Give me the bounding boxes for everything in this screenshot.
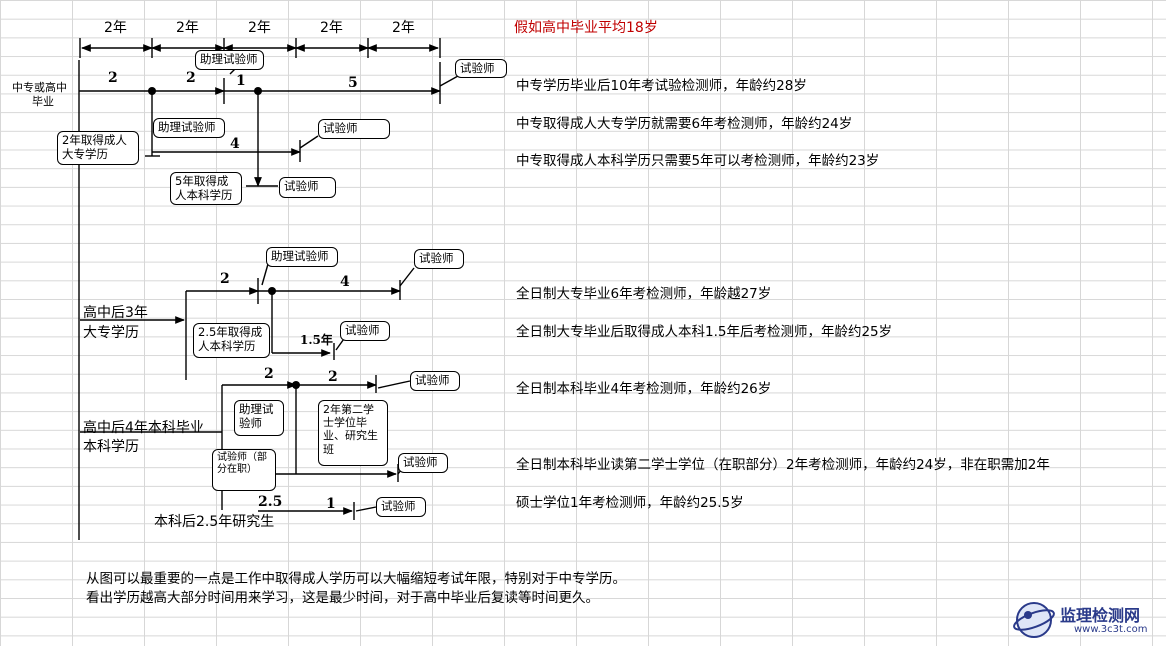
callout-assistant-2: 助理试验师	[153, 118, 225, 138]
globe-icon	[1013, 602, 1055, 638]
note-3: 中专取得成人本科学历只需要5年可以考检测师，年龄约23岁	[516, 153, 880, 169]
row-label-dazhuan-1: 高中后3年	[83, 305, 148, 321]
callout-tester-3: 试验师	[279, 177, 336, 198]
callout-tester-6: 试验师	[410, 371, 460, 391]
segment-c2: 2	[328, 369, 338, 385]
note-7: 全日制本科毕业读第二学士学位（在职部分）2年考检测师，年龄约24岁，非在职需加2…	[516, 457, 1050, 473]
timeline-span-4: 2年	[320, 20, 343, 36]
note-2: 中专取得成人大专学历就需要6年考检测师，年龄约24岁	[516, 116, 853, 132]
row-label-dazhuan-2: 大专学历	[83, 325, 139, 341]
segment-d2: 1	[326, 496, 336, 512]
segment-b2: 4	[340, 274, 350, 290]
row-label-zhongzhuan-1: 中专或高中	[12, 81, 67, 94]
callout-second-degree: 2年第二学士学位毕业、研究生班	[318, 400, 388, 466]
segment-b1: 2	[220, 271, 230, 287]
callout-tester-7: 试验师	[398, 453, 448, 473]
callout-tester-4: 试验师	[414, 249, 464, 269]
row-label-yanjiu: 本科后2.5年研究生	[154, 514, 275, 530]
timeline-span-3: 2年	[248, 20, 271, 36]
row-label-benke-1: 高中后4年本科毕业	[83, 420, 204, 436]
segment-a3: 1	[236, 73, 246, 89]
timeline-span-5: 2年	[392, 20, 415, 36]
row-label-zhongzhuan-2: 毕业	[32, 95, 54, 108]
note-6: 全日制本科毕业4年考检测师，年龄约26岁	[516, 381, 772, 397]
segment-a5: 4	[230, 136, 240, 152]
callout-assistant-1: 助理试验师	[195, 50, 264, 70]
segment-a4: 5	[348, 75, 358, 91]
segment-a2: 2	[186, 70, 196, 86]
callout-assistant-3: 助理试验师	[266, 247, 338, 267]
note-5: 全日制大专毕业后取得成人本科1.5年后考检测师，年龄约25岁	[516, 324, 893, 340]
note-1: 中专学历毕业后10年考试验检测师，年龄约28岁	[516, 78, 807, 94]
footer-line-1: 从图可以最重要的一点是工作中取得成人学历可以大幅缩短考试年限，特别对于中专学历。	[86, 571, 626, 587]
segment-c1: 2	[264, 366, 274, 382]
callout-tester-8: 试验师	[376, 497, 426, 517]
callout-adult-bachelor: 5年取得成人本科学历	[170, 172, 242, 205]
callout-tester-5: 试验师	[340, 321, 390, 341]
callout-adult-college: 2年取得成人大专学历	[57, 131, 139, 165]
footer-line-2: 看出学历越高大部分时间用来学习，这是最少时间，对于高中毕业后复读等时间更久。	[86, 590, 599, 606]
note-4: 全日制大专毕业6年考检测师，年龄越27岁	[516, 286, 772, 302]
timeline-span-1: 2年	[104, 20, 127, 36]
segment-b3: 1.5年	[300, 333, 333, 347]
callout-adult-bachelor-2: 2.5年取得成人本科学历	[193, 323, 270, 358]
segment-d1: 2.5	[258, 494, 283, 510]
row-label-benke-2: 本科学历	[83, 439, 139, 455]
callout-tester-2: 试验师	[318, 119, 390, 139]
logo-url: www.3c3t.com	[1074, 624, 1148, 635]
segment-a1: 2	[108, 70, 118, 86]
callout-tester-1: 试验师	[455, 59, 507, 78]
note-8: 硕士学位1年考检测师，年龄约25.5岁	[516, 495, 744, 511]
callout-tester-part: 试验师（部分在职）	[212, 449, 276, 491]
timeline-span-2: 2年	[176, 20, 199, 36]
callout-assistant-4: 助理试验师	[234, 400, 284, 436]
logo-title: 监理检测网	[1060, 606, 1141, 625]
assumption-note: 假如高中毕业平均18岁	[514, 20, 658, 36]
site-logo: 监理检测网 www.3c3t.com	[1012, 598, 1162, 642]
